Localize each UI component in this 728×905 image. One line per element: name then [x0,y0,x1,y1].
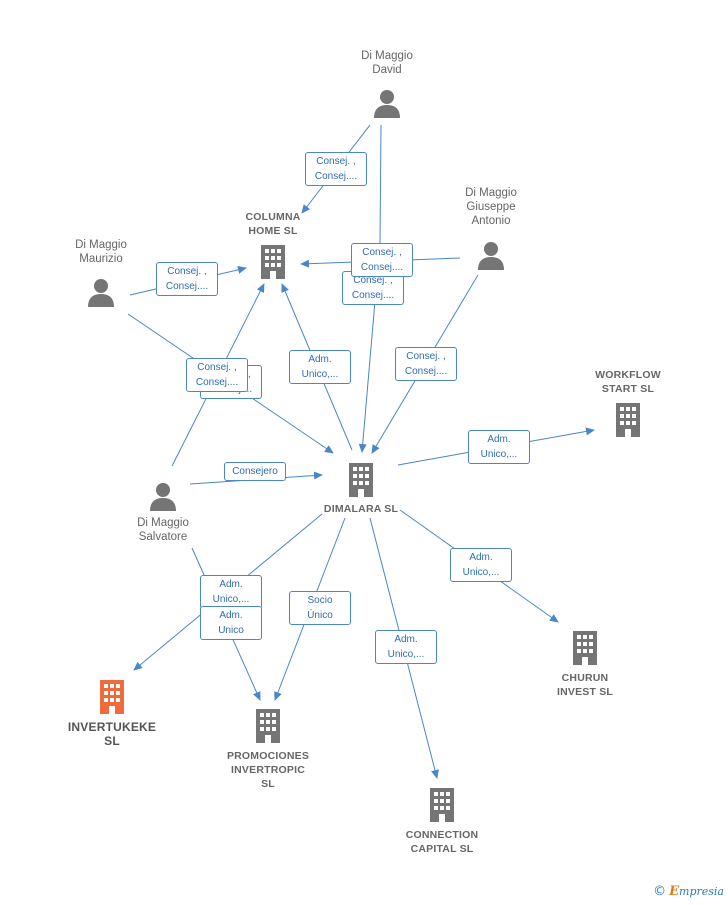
brand-name: mpresia [679,885,724,898]
building-icon [100,680,124,714]
edge-label-david-dimalara-a[interactable]: Consej. , Consej.... [351,243,413,277]
node-label: Di Maggio Salvatore [137,517,189,543]
node-label: WORKFLOW START SL [595,369,661,395]
node-label: Di Maggio Maurizio [75,239,127,265]
node-label: COLUMNA HOME SL [245,211,301,237]
node-label: PROMOCIONES INVERTROPIC SL [226,750,310,790]
building-icon [430,788,454,822]
node-label: CONNECTION CAPITAL SL [405,829,479,855]
brand-initial: E [669,884,680,899]
node-label: CHURUN INVEST SL [556,672,614,698]
person-icon [88,279,114,307]
edge-label-dimalara-workflow[interactable]: Adm. Unico,... [468,430,530,464]
node-label: Di Maggio Giuseppe Antonio [465,187,517,227]
edge-david-dimalara [379,124,382,244]
person-icon [374,90,400,118]
edge-label-salvatore-promociones[interactable]: Adm. Unico [200,606,262,640]
node-label: DIMALARA SL [323,503,399,515]
edge-label-dimalara-connection[interactable]: Adm. Unico,... [375,630,437,664]
edge-label-dimalara-churun[interactable]: Adm. Unico,... [450,548,512,582]
edge-label-salvatore-columna[interactable]: Consej. , Consej.... [186,358,248,392]
person-icon [478,242,504,270]
edge-label-dimalara-invertukeke[interactable]: Adm. Unico,... [200,575,262,609]
copyright-icon: © [653,884,667,899]
node-label: INVERTUKEKE SL [67,720,157,748]
node-label: Di Maggio David [361,50,413,76]
brand-watermark: ©Empresia [653,884,724,899]
building-icon [573,631,597,665]
edge-label-dimalara-promociones[interactable]: Socio Único [289,591,351,625]
edge-label-david-columna[interactable]: Consej. , Consej.... [305,152,367,186]
edge-label-giuseppe-dimalara[interactable]: Consej. , Consej.... [395,347,457,381]
building-icon [349,463,373,497]
building-icon [256,709,280,743]
person-icon [150,483,176,511]
edge-label-maurizio-columna[interactable]: Consej. , Consej.... [156,262,218,296]
edge-label-salvatore-dimalara[interactable]: Consejero [224,462,286,481]
edge-label-dimalara-columna[interactable]: Adm. Unico,... [289,350,351,384]
building-icon [261,245,285,279]
building-icon [616,403,640,437]
